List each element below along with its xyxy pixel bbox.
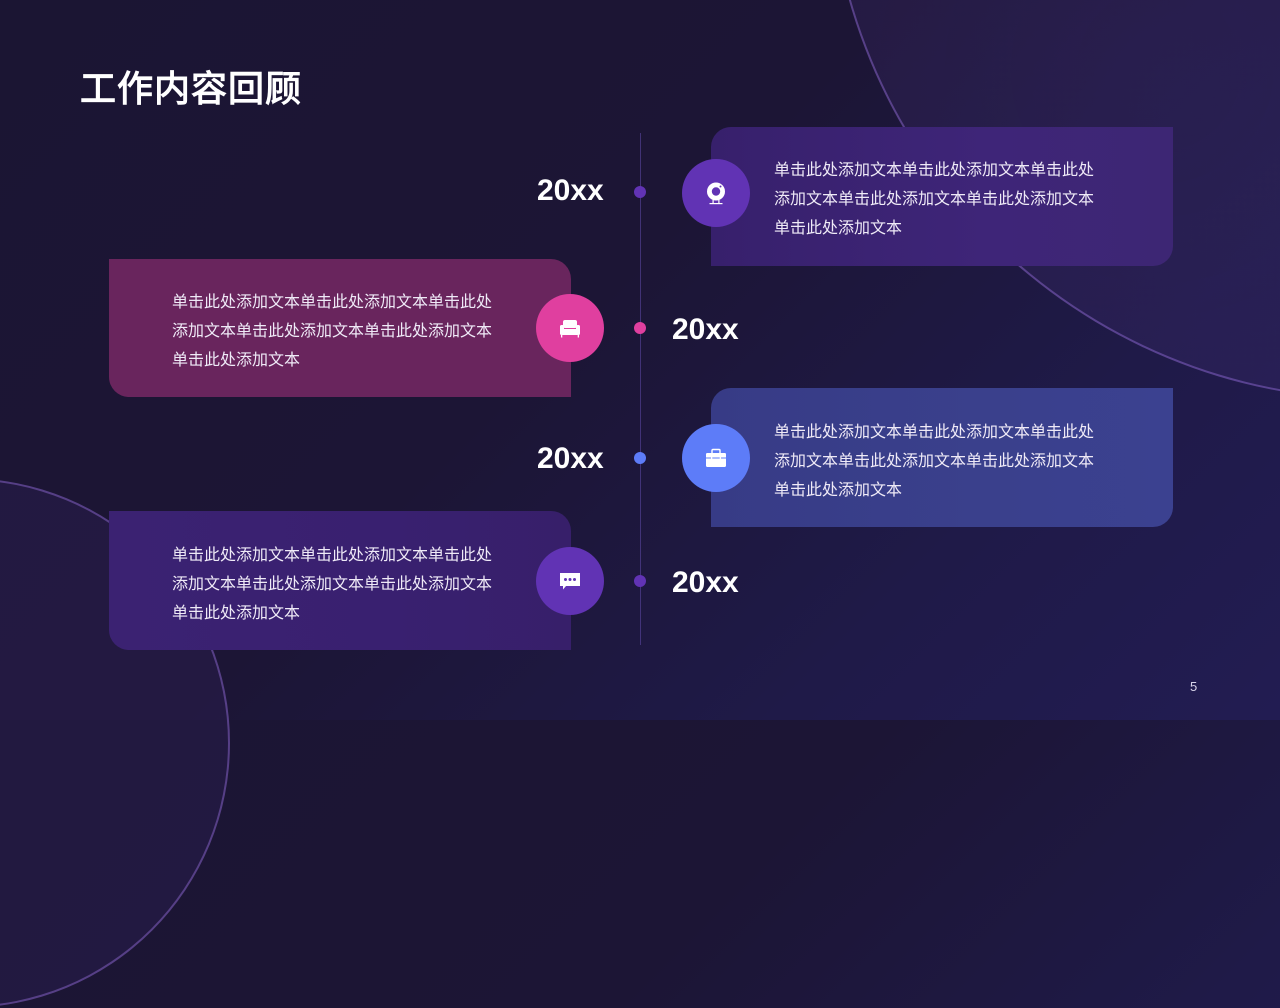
chat-bubble-icon xyxy=(560,573,580,590)
toolbox-icon xyxy=(706,448,726,467)
sofa-icon xyxy=(560,320,580,338)
timeline-dot-4 xyxy=(634,575,646,587)
timeline-year-2: 20xx xyxy=(672,313,739,346)
card-2-text[interactable]: 单击此处添加文本单击此处添加文本单击此处添加文本单击此处添加文本单击此处添加文本… xyxy=(172,292,493,369)
timeline-year-4: 20xx xyxy=(672,566,739,599)
timeline-dot-1 xyxy=(634,186,646,198)
timeline-axis xyxy=(640,133,641,645)
timeline-dot-3 xyxy=(634,452,646,464)
timeline-year-1: 20xx xyxy=(537,174,604,207)
timeline-year-3: 20xx xyxy=(537,442,604,475)
timeline-icon-2 xyxy=(536,294,604,362)
slide-title: 工作内容回顾 xyxy=(80,69,303,110)
timeline-card-4: 单击此处添加文本单击此处添加文本单击此处添加文本单击此处添加文本单击此处添加文本… xyxy=(109,511,571,650)
timeline-icon-4 xyxy=(536,547,604,615)
card-3-text[interactable]: 单击此处添加文本单击此处添加文本单击此处添加文本单击此处添加文本单击此处添加文本… xyxy=(774,422,1095,499)
timeline-icon-1 xyxy=(682,159,750,227)
timeline-card-2: 单击此处添加文本单击此处添加文本单击此处添加文本单击此处添加文本单击此处添加文本… xyxy=(109,259,571,397)
page-number: 5 xyxy=(1190,679,1198,694)
timeline-icon-3 xyxy=(682,424,750,492)
timeline-dot-2 xyxy=(634,322,646,334)
card-1-text[interactable]: 单击此处添加文本单击此处添加文本单击此处添加文本单击此处添加文本单击此处添加文本… xyxy=(774,160,1095,237)
timeline-card-3: 单击此处添加文本单击此处添加文本单击此处添加文本单击此处添加文本单击此处添加文本… xyxy=(711,388,1173,527)
timeline-card-1: 单击此处添加文本单击此处添加文本单击此处添加文本单击此处添加文本单击此处添加文本… xyxy=(711,127,1173,266)
card-4-text[interactable]: 单击此处添加文本单击此处添加文本单击此处添加文本单击此处添加文本单击此处添加文本… xyxy=(172,545,493,622)
webcam-icon xyxy=(707,182,725,205)
